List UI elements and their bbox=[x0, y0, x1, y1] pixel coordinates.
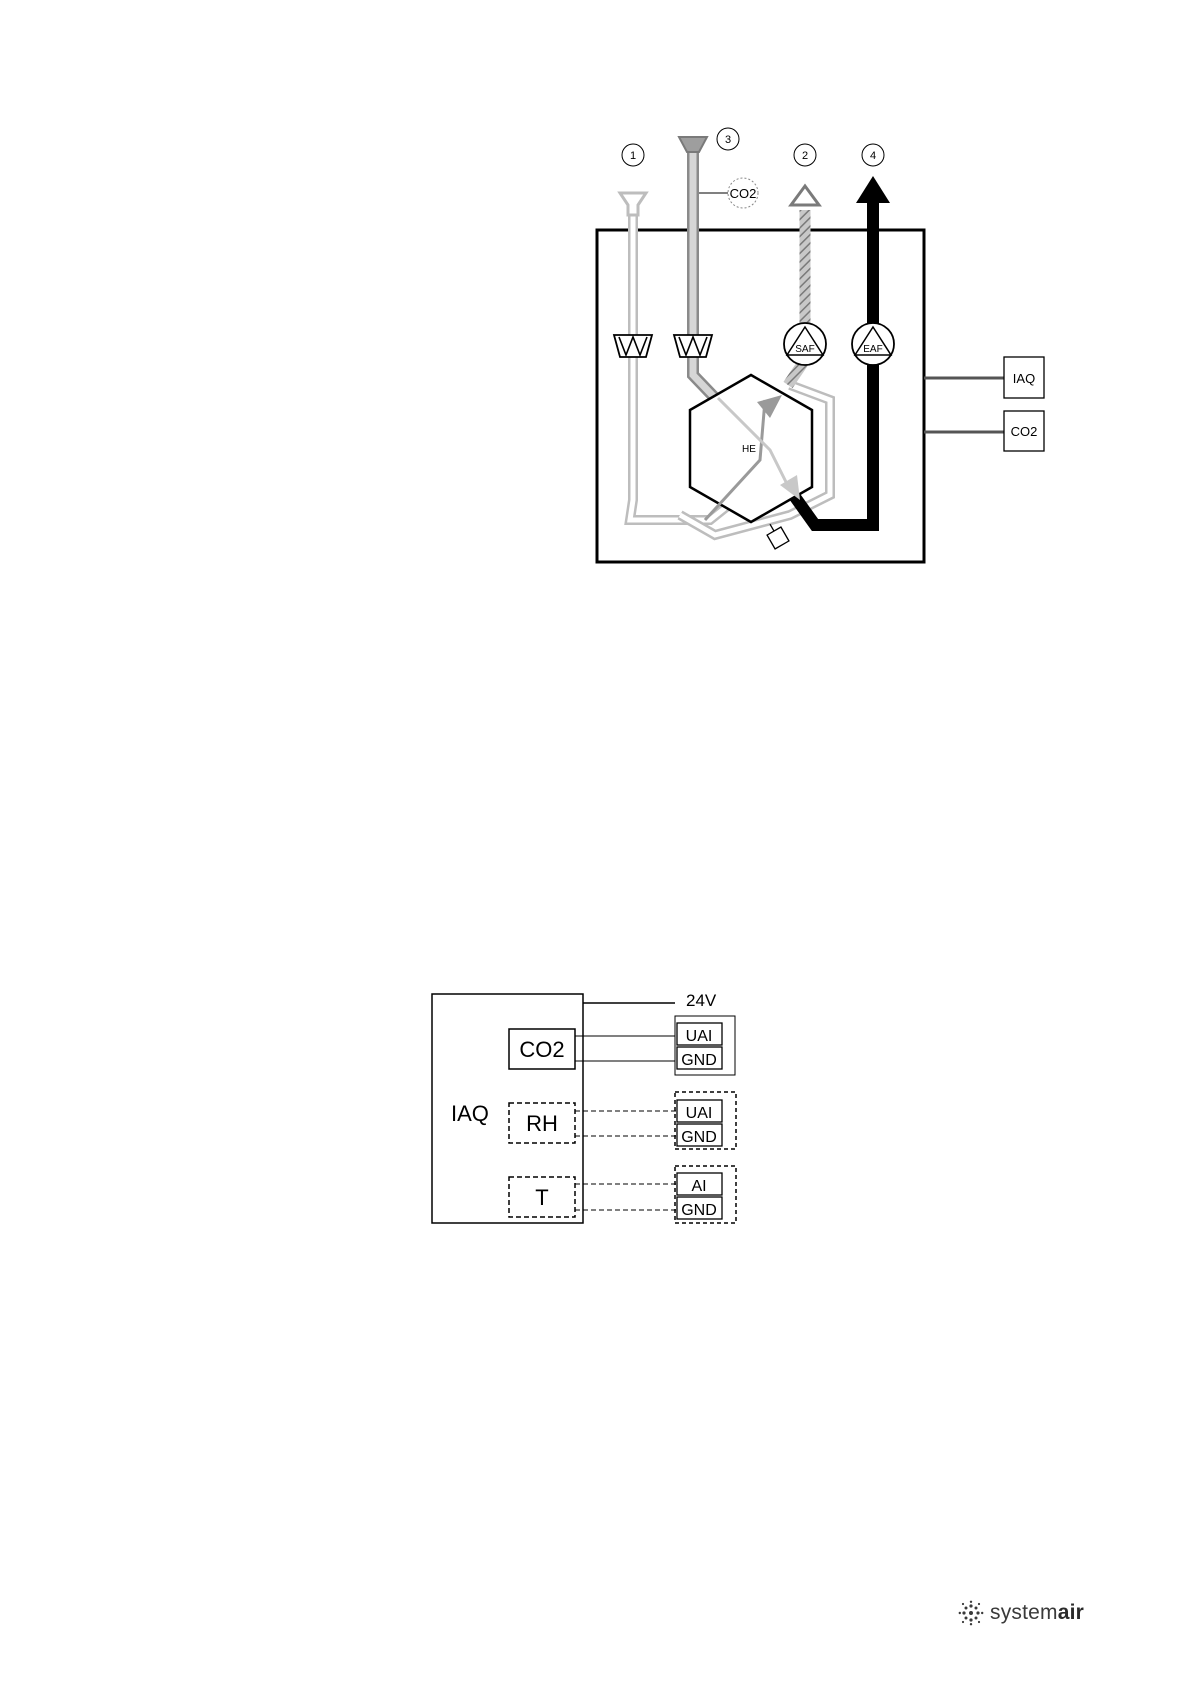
wiring-diagram: IAQ 24V CO2 UAI GND RH UAI GND T AI GND bbox=[432, 991, 736, 1223]
duct-extract-air bbox=[679, 137, 715, 398]
svg-text:1: 1 bbox=[630, 150, 636, 162]
fan-saf-label: SAF bbox=[795, 344, 814, 355]
supply-air-outlet-arrow bbox=[791, 186, 819, 205]
callout-2: 2 bbox=[794, 144, 816, 166]
svg-text:3: 3 bbox=[725, 134, 731, 146]
sensor-t-label: T bbox=[535, 1185, 548, 1210]
fan-eaf-label: EAF bbox=[863, 344, 882, 355]
sensor-rh-label: RH bbox=[526, 1111, 558, 1136]
systemair-logo-text: systemair bbox=[990, 1601, 1084, 1625]
co2-box-label: CO2 bbox=[1011, 424, 1038, 439]
callout-4: 4 bbox=[862, 144, 884, 166]
systemair-logo: systemair bbox=[958, 1598, 1084, 1628]
terminal-3-ai: AI bbox=[691, 1178, 706, 1195]
callout-1: 1 bbox=[622, 144, 644, 166]
filter-extract-air bbox=[674, 335, 712, 357]
exhaust-air-outlet-arrow bbox=[856, 176, 890, 203]
outdoor-air-inlet-arrow bbox=[620, 193, 646, 215]
terminal-3-gnd: GND bbox=[681, 1202, 717, 1219]
svg-text:2: 2 bbox=[802, 150, 808, 162]
fan-saf: SAF bbox=[784, 323, 826, 365]
airflow-diagram: HE SAF EAF CO2 bbox=[597, 128, 1044, 562]
terminal-2-uai: UAI bbox=[686, 1105, 713, 1122]
terminal-1-gnd: GND bbox=[681, 1052, 717, 1069]
iaq-box-label: IAQ bbox=[1013, 371, 1035, 386]
terminal-2-gnd: GND bbox=[681, 1129, 717, 1146]
systemair-logo-icon bbox=[958, 1600, 984, 1626]
filter-outdoor-air bbox=[614, 335, 652, 357]
heat-exchanger-label: HE bbox=[742, 444, 756, 455]
callout-3: 3 bbox=[717, 128, 739, 150]
extract-air-inlet-arrow bbox=[679, 137, 707, 152]
terminal-1-uai: UAI bbox=[686, 1028, 713, 1045]
svg-text:4: 4 bbox=[870, 150, 876, 162]
sensor-co2-label: CO2 bbox=[519, 1037, 564, 1062]
fan-eaf: EAF bbox=[852, 323, 894, 365]
co2-sensor-label: CO2 bbox=[730, 186, 757, 201]
iaq-unit-label: IAQ bbox=[451, 1101, 489, 1126]
supply-24v-label: 24V bbox=[686, 991, 717, 1010]
